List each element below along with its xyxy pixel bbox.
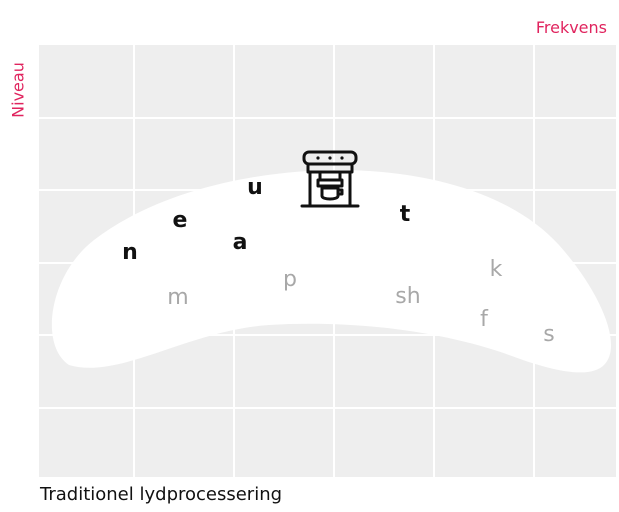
- phoneme-s: s: [543, 322, 555, 347]
- phoneme-a: a: [232, 230, 248, 255]
- speech-banana-region: [51, 170, 612, 373]
- plot-area: n e u a t m p sh k f s: [39, 45, 616, 477]
- phoneme-n: n: [122, 240, 138, 265]
- phoneme-u: u: [247, 175, 263, 200]
- espresso-machine-icon: [296, 148, 364, 216]
- phoneme-e: e: [172, 208, 188, 233]
- phoneme-sh: sh: [395, 284, 421, 309]
- level-axis-label: Niveau: [8, 50, 28, 130]
- phoneme-k: k: [489, 257, 503, 282]
- caption: Traditionel lydprocessering: [40, 484, 283, 505]
- phoneme-t: t: [399, 202, 411, 227]
- level-axis-label-text: Niveau: [8, 62, 28, 118]
- frequency-axis-label: Frekvens: [535, 18, 607, 37]
- phoneme-f: f: [480, 307, 488, 332]
- plot-background: [39, 45, 616, 477]
- phoneme-m: m: [167, 285, 189, 310]
- phoneme-p: p: [283, 267, 297, 292]
